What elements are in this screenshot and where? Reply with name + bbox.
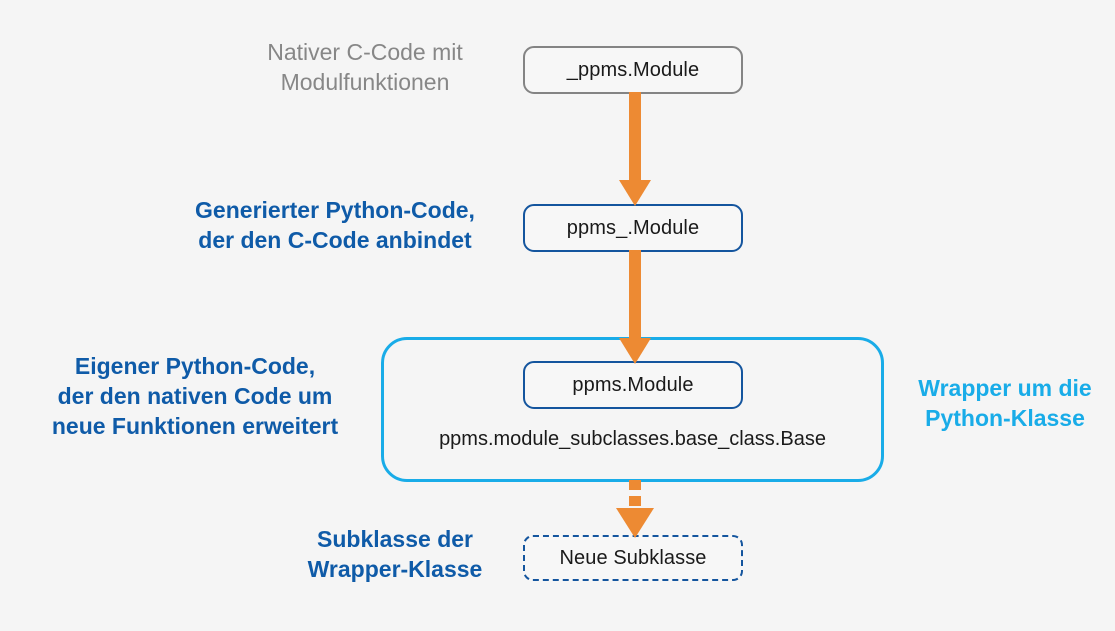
label-own-python-code: Eigener Python-Code, der den nativen Cod… — [51, 353, 339, 439]
node-generated-module[interactable]: ppms_.Module — [523, 204, 743, 252]
node-ppms-module[interactable]: ppms.Module — [523, 361, 743, 409]
label-wrapper-around-python-class: Wrapper um die Python-Klasse — [918, 375, 1092, 431]
label-native-c-code: Nativer C-Code mit Modulfunktionen — [267, 39, 463, 95]
label-subclass-of-wrapper: Subklasse der Wrapper-Klasse — [307, 526, 483, 582]
label-generated-python-code: Generierter Python-Code, der den C-Code … — [195, 197, 475, 253]
node-native-module[interactable]: _ppms.Module — [523, 46, 743, 94]
arrow-wrapper-to-subclass-dashed-icon — [616, 480, 654, 538]
node-new-subclass[interactable]: Neue Subklasse — [523, 535, 743, 581]
arrow-generated-to-wrapper-icon — [619, 250, 651, 364]
base-class-path-text: ppms.module_subclasses.base_class.Base — [439, 428, 826, 450]
arrow-native-to-generated-icon — [619, 92, 651, 206]
